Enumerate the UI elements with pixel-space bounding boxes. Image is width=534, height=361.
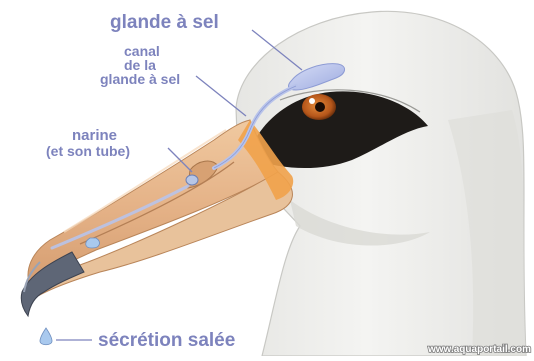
label-secretion: sécrétion salée [98,330,235,351]
label-nostril-sub: (et son tube) [46,143,130,159]
label-salt-gland: glande à sel [110,12,219,33]
label-duct-line3: glande à sel [100,71,180,87]
secretion-droplet [40,328,52,345]
watermark: www.aquaportail.com [427,344,531,355]
label-nostril: narine [72,127,117,144]
nostril-opening [186,175,198,185]
pupil [315,102,325,112]
eye-highlight [309,98,315,104]
beak-droplet [86,238,100,248]
